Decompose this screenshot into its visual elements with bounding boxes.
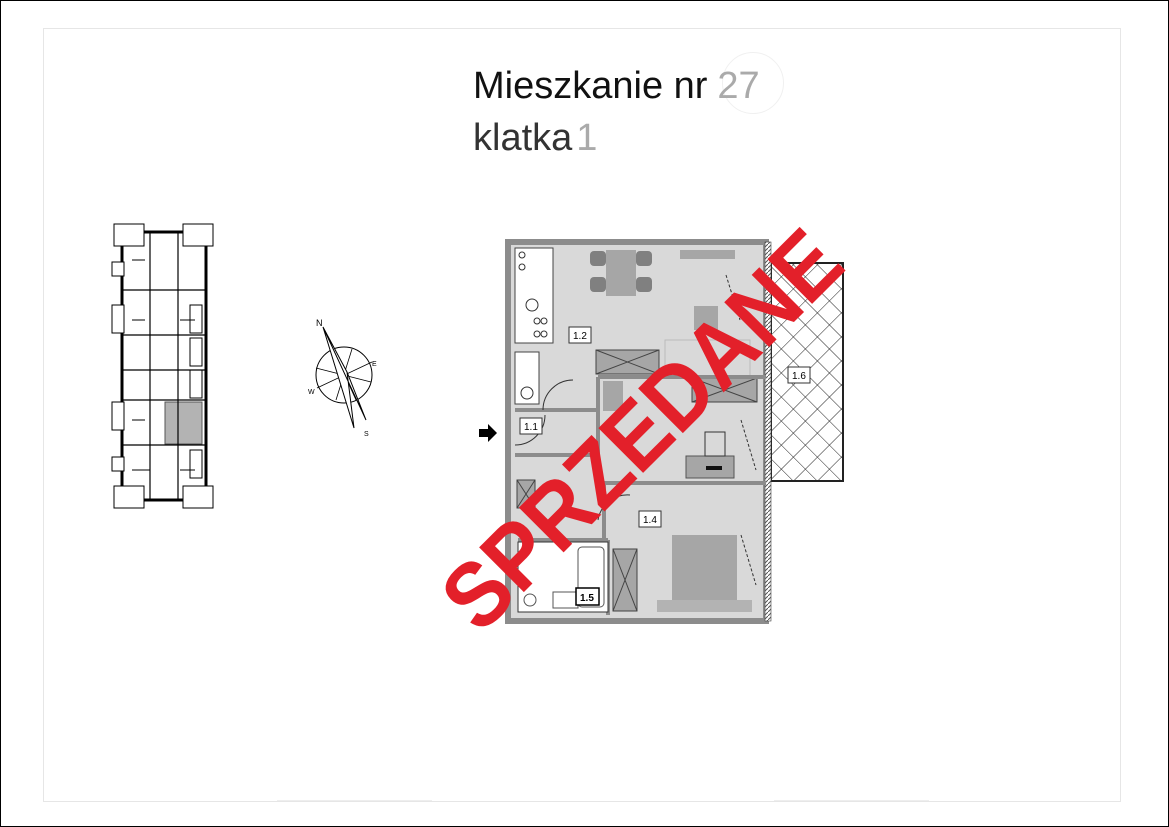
sheet-frame	[43, 28, 1121, 802]
svg-text:1.1: 1.1	[524, 422, 538, 433]
compass-icon: N E S W	[308, 318, 377, 438]
room-label-1-4: 1.4	[638, 510, 662, 528]
apartment-number: 27	[717, 65, 760, 107]
compass-east: E	[372, 361, 377, 368]
apartment-label: Mieszkanie nr	[473, 65, 708, 107]
compass-north: N	[316, 318, 323, 328]
svg-text:1.6: 1.6	[792, 371, 806, 382]
staircase-label: klatka	[473, 117, 573, 159]
svg-text:1.2: 1.2	[573, 331, 587, 342]
room-label-1-1: 1.1	[519, 417, 543, 435]
room-labels: 1.2 1.6 1.1 1.4 1.5	[519, 326, 811, 606]
compass-west: W	[308, 389, 315, 396]
room-label-1-5: 1.5	[575, 587, 600, 606]
svg-text:1.5: 1.5	[580, 593, 594, 604]
footer-line	[774, 800, 929, 801]
highlighted-apartment	[164, 401, 203, 445]
compass-south: S	[364, 431, 369, 438]
svg-text:1.4: 1.4	[643, 515, 657, 526]
building-key-plan	[111, 223, 214, 509]
number-circle	[722, 52, 784, 114]
room-label-1-6: 1.6	[787, 366, 811, 384]
staircase-number: 1	[576, 117, 598, 159]
entrance-arrow-icon	[479, 424, 497, 442]
room-label-1-2: 1.2	[568, 326, 592, 344]
footer-line	[277, 800, 432, 801]
